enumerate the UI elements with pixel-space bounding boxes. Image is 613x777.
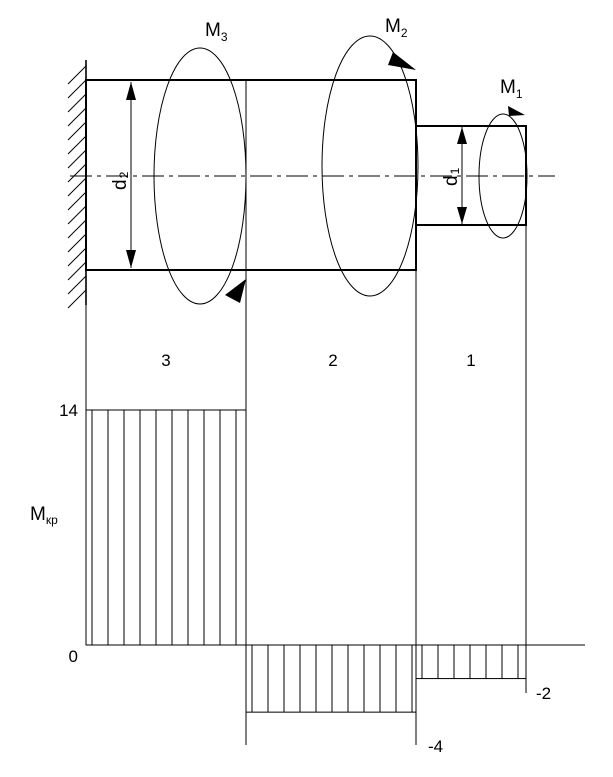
wall-hatching — [67, 65, 87, 309]
wall-hatch-line — [67, 177, 87, 197]
wall-hatch-line — [67, 191, 87, 211]
d2-label: d2 — [110, 171, 131, 190]
torque-axis-label: Mкр — [30, 504, 58, 527]
m1-label: M1 — [500, 77, 523, 101]
torque-diagram-bars — [85, 409, 527, 713]
wall-hatch-line — [67, 121, 87, 141]
m2-torque-loop — [321, 35, 419, 297]
d2-dimension — [126, 82, 136, 268]
torque-bar-section-1 — [415, 644, 527, 680]
wall-hatch-line — [67, 163, 87, 183]
section-label-2: 2 — [328, 351, 337, 370]
wall-hatch-line — [67, 135, 87, 155]
wall-hatch-line — [67, 205, 87, 225]
torque-value-label-section-1: -2 — [536, 684, 551, 703]
wall-hatch-line — [67, 65, 87, 85]
wall-hatch-line — [67, 261, 87, 281]
section-label-1: 1 — [466, 351, 475, 370]
d1-label: d1 — [441, 167, 462, 186]
torque-value-label-section-3: 14 — [59, 401, 78, 420]
section-label-3: 3 — [161, 351, 170, 370]
zero-label: 0 — [69, 647, 78, 666]
wall-hatch-line — [67, 149, 87, 169]
m3-torque-loop — [153, 47, 247, 305]
shaft-section-large — [85, 79, 417, 271]
wall-hatch-line — [67, 93, 87, 113]
d1-dimension — [457, 127, 467, 224]
m2-label: M2 — [385, 16, 408, 40]
torque-bar-section-3 — [85, 409, 247, 646]
torque-bar-section-2 — [245, 644, 417, 713]
m1-arrowhead — [508, 106, 525, 116]
wall-hatch-line — [67, 219, 87, 239]
wall-hatch-line — [67, 79, 87, 99]
wall-hatch-line — [67, 275, 87, 295]
m1-torque-loop — [478, 113, 528, 239]
m3-label: M3 — [205, 20, 228, 44]
wall-hatch-line — [67, 233, 87, 253]
m2-arrowhead — [388, 52, 416, 70]
wall-hatch-line — [67, 107, 87, 127]
torque-value-label-section-2: -4 — [428, 737, 443, 756]
m3-arrowhead — [225, 279, 246, 303]
wall-hatch-line — [67, 247, 87, 267]
wall-hatch-line — [67, 289, 87, 309]
